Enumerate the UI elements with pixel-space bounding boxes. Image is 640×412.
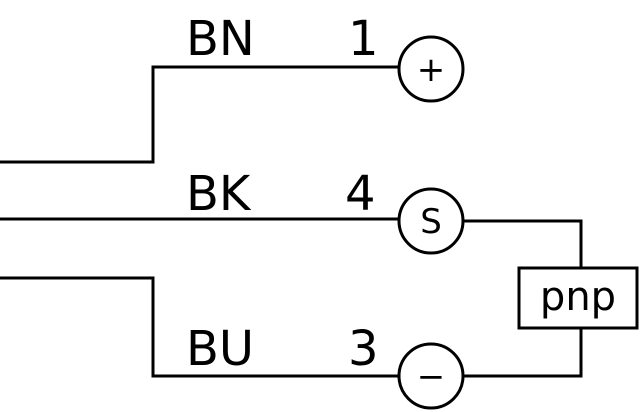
plus-terminal-icon — [397, 35, 465, 103]
color-code-bu-label: BU — [186, 321, 254, 377]
output-stage-label: pnp — [540, 274, 616, 320]
connection-bk: BK 4 S — [0, 166, 583, 268]
output-stage: pnp — [517, 266, 639, 330]
connection-bn: BN 1 + — [0, 11, 465, 164]
color-code-bk-label: BK — [186, 166, 252, 222]
pin-4-label: 4 — [345, 166, 376, 222]
signal-line-to-output — [464, 219, 583, 268]
wire-bu — [0, 276, 398, 378]
minus-terminal-icon — [397, 342, 465, 410]
pin-1-label: 1 — [348, 11, 379, 67]
connection-bu: BU 3 − — [0, 276, 583, 410]
ground-line-from-output — [464, 328, 583, 378]
color-code-bn-label: BN — [186, 11, 255, 67]
pin-3-label: 3 — [348, 321, 379, 377]
signal-terminal-symbol: S — [420, 202, 442, 242]
plus-terminal-symbol: + — [417, 50, 446, 90]
signal-terminal-icon — [397, 187, 465, 255]
wire-bn — [0, 65, 398, 164]
output-stage-box — [517, 266, 639, 330]
minus-terminal-symbol: − — [417, 357, 446, 397]
